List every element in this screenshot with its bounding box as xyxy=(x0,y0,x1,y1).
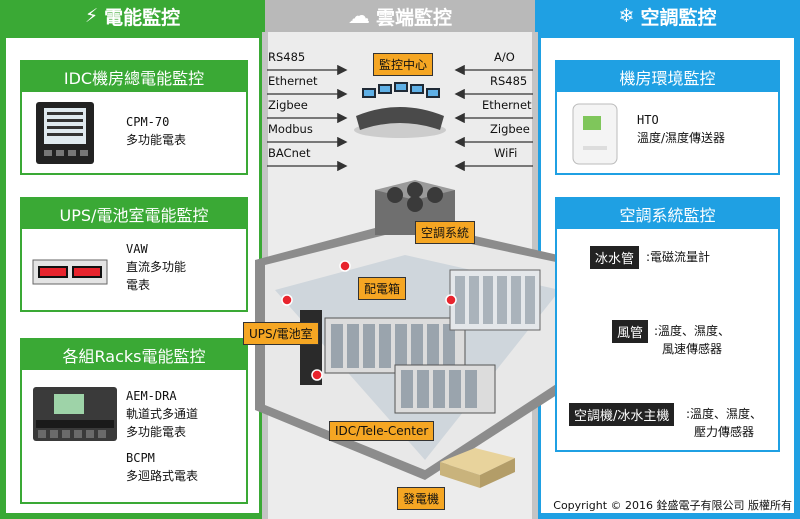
monitor-console-image xyxy=(354,82,446,138)
lightning-icon: ⚡ xyxy=(84,5,99,27)
total-power-model: CPM-70 xyxy=(126,115,170,129)
racks-desc1b: 多功能電表 xyxy=(126,425,187,439)
racks-model2: BCPM xyxy=(126,451,155,465)
ups-power-panel: UPS/電池室電能監控 VAW 直流多功能 電表 xyxy=(20,197,248,312)
chilled-water-pipe-tag: 冰水管 xyxy=(590,246,640,269)
left-protocol-4: Modbus xyxy=(268,122,313,136)
monitor-center-label: 監控中心 xyxy=(373,53,434,76)
aircon-chiller-desc-line1: :溫度、濕度、 xyxy=(686,407,763,421)
data-center-illustration xyxy=(255,180,580,488)
left-column-header: ⚡ 電能監控 xyxy=(0,0,265,32)
air-duct-tag: 風管 xyxy=(612,320,649,343)
total-power-panel: IDC機房總電能監控 CPM-70 多功能電表 xyxy=(20,60,248,175)
racks-power-panel-title: 各組Racks電能監控 xyxy=(22,340,246,370)
environment-panel-title: 機房環境監控 xyxy=(557,62,778,92)
environment-model: HTO xyxy=(637,113,659,127)
ups-room-label: UPS/電池室 xyxy=(243,322,319,345)
right-column-header: ❄ 空調監控 xyxy=(535,0,800,32)
air-duct-desc-line2: 風速傳感器 xyxy=(662,342,723,356)
total-power-desc: 多功能電表 xyxy=(126,133,187,147)
right-protocol-3: Ethernet xyxy=(482,98,532,112)
left-protocol-2: Ethernet xyxy=(268,74,318,88)
air-duct-desc-line1: :溫度、濕度、 xyxy=(654,324,731,338)
aircon-system-label: 空調系統 xyxy=(415,221,476,244)
generator-label: 發電機 xyxy=(397,487,446,510)
right-protocol-5: WiFi xyxy=(494,146,518,160)
racks-desc2: 多迴路式電表 xyxy=(126,469,199,483)
distribution-box-label: 配電箱 xyxy=(358,277,407,300)
humidity-sensor-device-image xyxy=(572,103,618,165)
left-column-title: 電能監控 xyxy=(104,6,181,29)
racks-power-panel: 各組Racks電能監控 AEM-DRA 軌道式多通道 多功能電表 BCPM 多迴… xyxy=(20,338,248,504)
right-protocol-1: A/O xyxy=(494,50,515,64)
environment-desc: 溫度/濕度傳送器 xyxy=(637,131,726,145)
ups-model: VAW xyxy=(126,242,148,256)
racks-model1: AEM-DRA xyxy=(126,389,177,403)
right-column-title: 空調監控 xyxy=(640,6,717,29)
ups-desc-line2: 電表 xyxy=(126,278,151,292)
din-rail-meter-device-image xyxy=(33,387,117,441)
ups-power-panel-title: UPS/電池室電能監控 xyxy=(22,199,246,229)
left-protocol-3: Zigbee xyxy=(268,98,308,112)
idc-center-label: IDC/Tele-Center xyxy=(329,421,435,441)
cloud-icon: ☁ xyxy=(347,3,370,29)
aircon-chiller-desc-line2: 壓力傳感器 xyxy=(694,425,755,439)
center-column-header: ☁ 雲端監控 xyxy=(265,0,535,32)
left-protocol-1: RS485 xyxy=(268,50,306,64)
racks-desc1a: 軌道式多通道 xyxy=(126,407,199,421)
copyright-text: Copyright © 2016 銓盛電子有限公司 版權所有 xyxy=(553,499,792,512)
aircon-chiller-tag: 空調機/冰水主機 xyxy=(569,403,675,426)
ups-desc-line1: 直流多功能 xyxy=(126,260,187,274)
dc-meter-device-image xyxy=(32,259,108,285)
right-protocol-2: RS485 xyxy=(490,74,528,88)
total-power-panel-title: IDC機房總電能監控 xyxy=(22,62,246,92)
snowflake-icon: ❄ xyxy=(618,5,635,27)
right-protocol-4: Zigbee xyxy=(490,122,530,136)
left-protocol-5: BACnet xyxy=(268,146,311,160)
chilled-water-pipe-desc: :電磁流量計 xyxy=(646,250,711,264)
protocol-arrows xyxy=(267,64,533,172)
power-meter-device-image xyxy=(36,102,94,164)
aircon-panel-title: 空調系統監控 xyxy=(557,199,778,229)
center-column-title: 雲端監控 xyxy=(375,6,452,29)
environment-panel: 機房環境監控 HTO 溫度/濕度傳送器 xyxy=(555,60,780,175)
